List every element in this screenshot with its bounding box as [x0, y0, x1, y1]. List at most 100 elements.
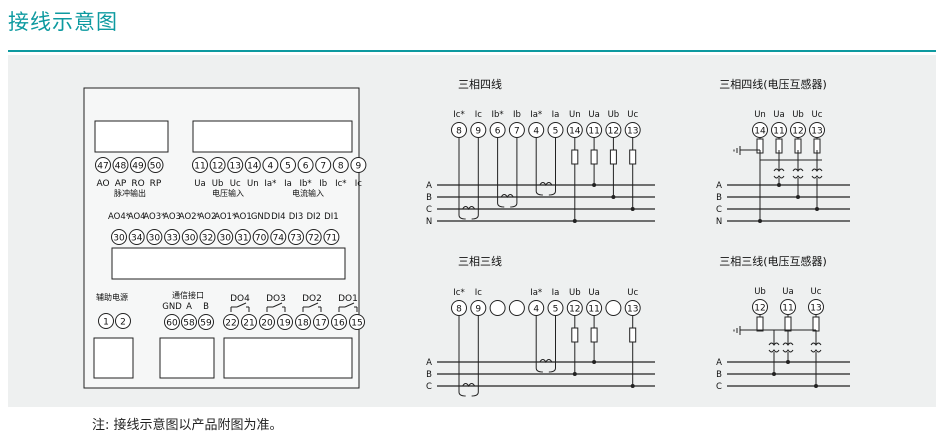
terminal-label: Ia*	[530, 110, 542, 120]
terminal-number: 21	[243, 319, 254, 329]
bus-label-N: N	[426, 217, 432, 227]
footnote: 注: 接线示意图以产品附图为准。	[92, 418, 283, 433]
terminal-AO1	[234, 229, 251, 245]
terminal-label: B	[203, 302, 209, 312]
terminal-RP	[147, 157, 164, 173]
empty-terminal	[508, 300, 525, 316]
terminal-number: 48	[115, 162, 127, 172]
terminal-number: 60	[166, 319, 178, 329]
terminal-number: 9	[356, 162, 362, 172]
terminal-label: Ia*	[530, 288, 542, 298]
terminal-number: 58	[183, 319, 195, 329]
do-terminal	[331, 314, 347, 330]
ct-coil	[539, 182, 553, 186]
pt-coil	[773, 168, 785, 172]
terminal-label: Un	[754, 110, 766, 120]
aux-power-caption: 辅助电源	[96, 292, 128, 302]
do-terminal	[313, 314, 329, 330]
terminal-label: Ic*	[453, 110, 464, 120]
bus-label-B: B	[716, 370, 722, 380]
terminal-label: RO	[131, 179, 144, 189]
terminal-label: AO1	[234, 212, 252, 222]
do-terminal	[259, 314, 275, 330]
terminal-Ia*	[262, 157, 279, 173]
terminal-number: 12	[792, 127, 803, 137]
terminal-label: AP	[115, 179, 127, 189]
terminal-label: Ic	[475, 110, 483, 120]
junction-dot	[777, 183, 781, 187]
do-terminal	[295, 314, 311, 330]
terminal-number: 20	[261, 319, 273, 329]
terminal-label: Ib*	[492, 110, 504, 120]
terminal-label: Ub	[569, 288, 581, 298]
terminal-label: Ia	[552, 110, 560, 120]
terminal-label: Uc	[811, 287, 822, 297]
terminal-label: AO4*	[108, 212, 130, 222]
terminal-number: 11	[194, 162, 205, 172]
terminal-number: 50	[150, 162, 162, 172]
ct-coil	[539, 359, 553, 363]
terminal-label: DI3	[289, 212, 303, 222]
terminal-label: Ua	[773, 110, 784, 120]
junction-dot	[815, 207, 819, 211]
bus-label-C: C	[716, 382, 722, 392]
terminal-label: Ua	[782, 287, 793, 297]
terminal-number: 12	[754, 304, 765, 314]
terminal-label: GND	[251, 212, 271, 222]
do-terminal	[223, 314, 239, 330]
aux-power-block	[93, 337, 134, 379]
terminal-DI3	[288, 229, 304, 245]
bus-label-A: A	[426, 181, 432, 191]
terminal-Ia	[280, 157, 296, 173]
terminal-AO1*	[217, 229, 234, 245]
terminal-label: Uc	[812, 110, 823, 120]
terminal-DI2	[305, 229, 322, 245]
terminal-number: 14	[247, 162, 259, 172]
diagram-title-3p3w-pt: 三相三线(电压互感器)	[719, 254, 827, 268]
junction-dot	[786, 360, 790, 364]
ct-loop	[535, 367, 556, 373]
comm-block	[159, 337, 215, 379]
fuse-symbol	[812, 316, 820, 332]
terminal-label: AO3	[163, 212, 181, 222]
terminal-number: 31	[237, 234, 248, 244]
pt-coil	[810, 342, 822, 346]
terminal-label: Ia	[552, 288, 560, 298]
terminal-number: 59	[200, 319, 212, 329]
ct-coil	[500, 194, 514, 198]
diagram-title-3p4w: 三相四线	[458, 77, 502, 91]
terminal-number: 8	[456, 305, 462, 315]
terminal-number: 18	[297, 319, 309, 329]
ct-loop	[458, 391, 479, 397]
terminal-label: DI4	[271, 212, 285, 222]
terminal-label: Ub	[608, 110, 620, 120]
pt-coil	[811, 175, 823, 179]
relay-wire	[272, 302, 283, 308]
terminal-label: Ib*	[300, 179, 312, 189]
voltage-input-caption: 电压输入	[212, 188, 244, 198]
bus-label-A: A	[716, 181, 722, 191]
terminal-label: Ua	[194, 179, 205, 189]
ct-loop	[497, 202, 518, 208]
terminal-AO3*	[146, 229, 163, 245]
fuse-symbol	[590, 149, 598, 165]
terminal-label: AO2*	[179, 212, 201, 222]
terminal-Ib	[315, 157, 332, 173]
bus-label-C: C	[426, 205, 432, 215]
terminal-Ib*	[297, 157, 314, 173]
pt-coil	[768, 342, 780, 346]
terminal-number: 12	[212, 162, 223, 172]
empty-terminal	[605, 300, 622, 316]
terminal-label: DI1	[324, 212, 338, 222]
terminal-number: 7	[514, 127, 520, 137]
aux-terminal	[98, 313, 114, 329]
terminal-AO3	[164, 229, 181, 245]
terminal-label: GND	[162, 302, 182, 312]
junction-dot	[758, 219, 762, 223]
fuse-symbol	[571, 149, 579, 165]
do-terminal	[241, 314, 257, 330]
terminal-label: Ic	[475, 288, 483, 298]
terminal-AO4*	[111, 229, 127, 245]
terminal-number: 2	[120, 318, 126, 328]
fuse-symbol	[629, 149, 637, 165]
